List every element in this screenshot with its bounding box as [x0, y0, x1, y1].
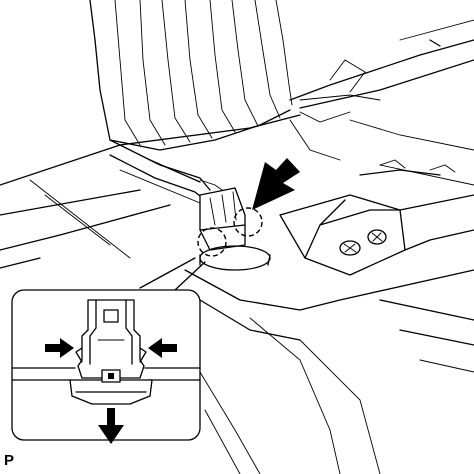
detail-inset [11, 289, 201, 444]
page-label: P [4, 452, 15, 469]
connector-pointer-arrow [252, 158, 300, 210]
seat-cushion [89, 0, 293, 151]
seat-belt-warning-connector [197, 187, 271, 271]
claw-callout-left [197, 227, 227, 257]
console-panel [0, 19, 474, 474]
press-arrow-left [45, 338, 74, 358]
claw-callout-right [233, 207, 263, 237]
detail-leader [139, 257, 206, 291]
pull-down-arrow [98, 408, 124, 444]
mount-bracket [279, 194, 474, 276]
press-arrow-right [148, 338, 177, 358]
